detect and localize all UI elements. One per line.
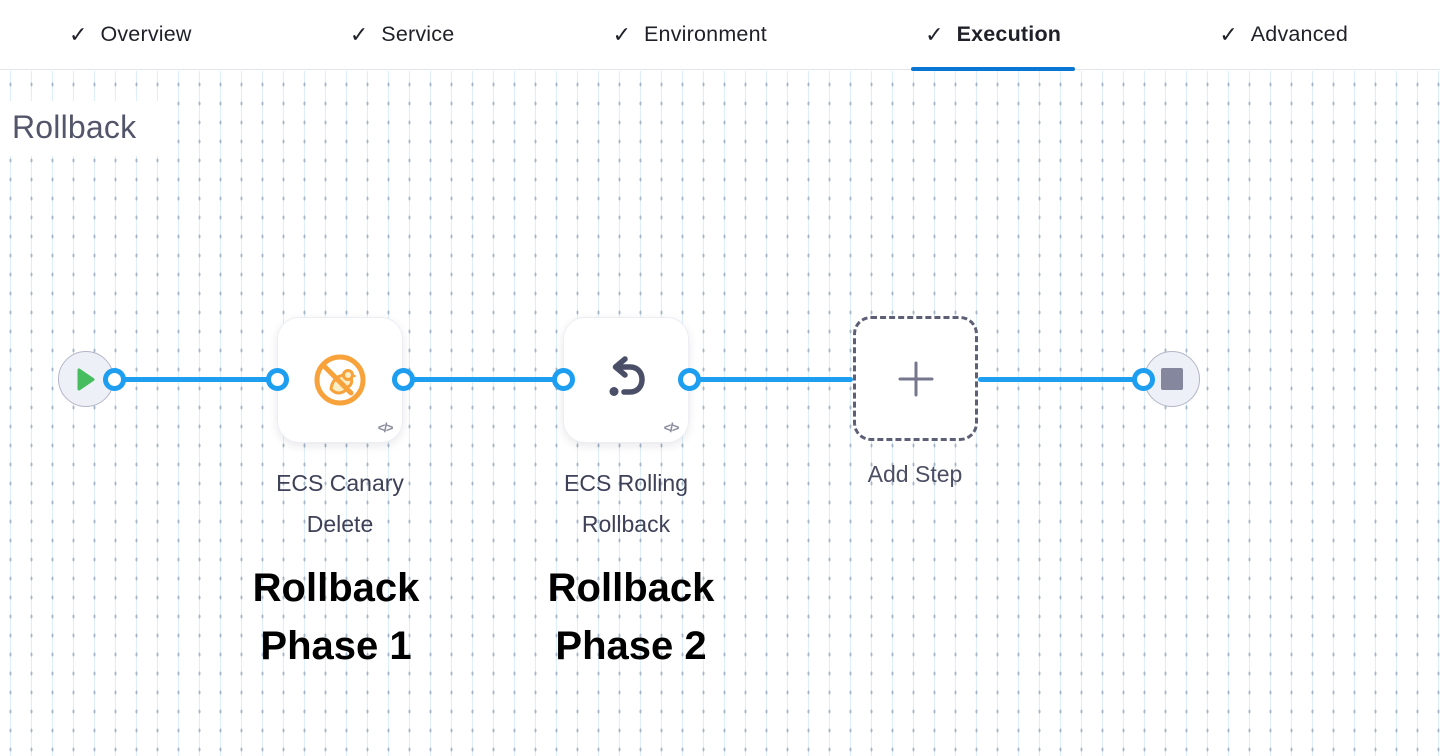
- tab-label: Overview: [100, 22, 192, 46]
- step-label-line: ECS Rolling: [564, 470, 688, 496]
- step-card-ecs-rolling-rollback[interactable]: </>: [563, 317, 689, 443]
- annotation-rollback-phase-2: Rollback Phase 2: [501, 559, 761, 675]
- annotation-line: Rollback: [252, 566, 420, 610]
- step-label-ecs-rolling-rollback: ECS Rolling Rollback: [531, 463, 721, 545]
- tab-overview[interactable]: ✓ Overview: [55, 0, 206, 70]
- edge-step2-to-addstep: [689, 377, 853, 382]
- step-label-line: ECS Canary: [276, 470, 404, 496]
- stage-title: Rollback: [8, 101, 163, 156]
- play-icon: [77, 368, 95, 390]
- connector-port[interactable]: [265, 368, 289, 391]
- code-icon: </>: [377, 420, 394, 435]
- check-icon: ✓: [612, 21, 632, 47]
- step-card-ecs-canary-delete[interactable]: </>: [277, 317, 403, 443]
- stage-config-tabbar: ✓ Overview ✓ Service ✓ Environment ✓ Exe…: [0, 0, 1440, 71]
- check-icon: ✓: [69, 21, 88, 47]
- check-icon: ✓: [925, 21, 944, 47]
- add-step-button[interactable]: [853, 316, 978, 441]
- plus-icon: [898, 361, 933, 396]
- annotation-rollback-phase-1: Rollback Phase 1: [206, 559, 466, 675]
- tab-execution[interactable]: ✓ Execution: [911, 0, 1076, 71]
- connector-port[interactable]: [677, 368, 701, 391]
- tab-advanced[interactable]: ✓ Advanced: [1205, 0, 1362, 70]
- edge-addstep-to-end: [978, 377, 1143, 382]
- edge-start-to-step1: [114, 377, 277, 382]
- annotation-line: Phase 1: [260, 624, 412, 668]
- step-label-line: Rollback: [581, 511, 671, 537]
- code-icon: </>: [663, 420, 680, 435]
- tab-environment[interactable]: ✓ Environment: [599, 0, 781, 70]
- connector-port[interactable]: [551, 368, 575, 391]
- check-icon: ✓: [349, 21, 369, 47]
- connector-port[interactable]: [391, 368, 415, 391]
- tab-label: Execution: [956, 22, 1062, 46]
- step-label-ecs-canary-delete: ECS Canary Delete: [245, 463, 435, 545]
- annotation-line: Rollback: [547, 566, 715, 610]
- connector-port[interactable]: [102, 368, 126, 391]
- add-step-label: Add Step: [867, 461, 963, 487]
- stop-icon: [1161, 368, 1183, 390]
- step-label-line: Delete: [306, 511, 374, 537]
- tab-label: Environment: [644, 22, 767, 46]
- tab-label: Advanced: [1250, 22, 1348, 46]
- rolling-rollback-icon: [609, 356, 645, 396]
- tab-label: Service: [381, 22, 455, 46]
- edge-step1-to-step2: [403, 377, 563, 382]
- connector-port[interactable]: [1131, 368, 1155, 391]
- canary-delete-icon: [314, 354, 366, 406]
- annotation-line: Phase 2: [555, 624, 707, 668]
- execution-flow-canvas[interactable]: Rollback </>: [0, 71, 1440, 756]
- check-icon: ✓: [1219, 21, 1238, 47]
- tab-service[interactable]: ✓ Service: [336, 0, 469, 70]
